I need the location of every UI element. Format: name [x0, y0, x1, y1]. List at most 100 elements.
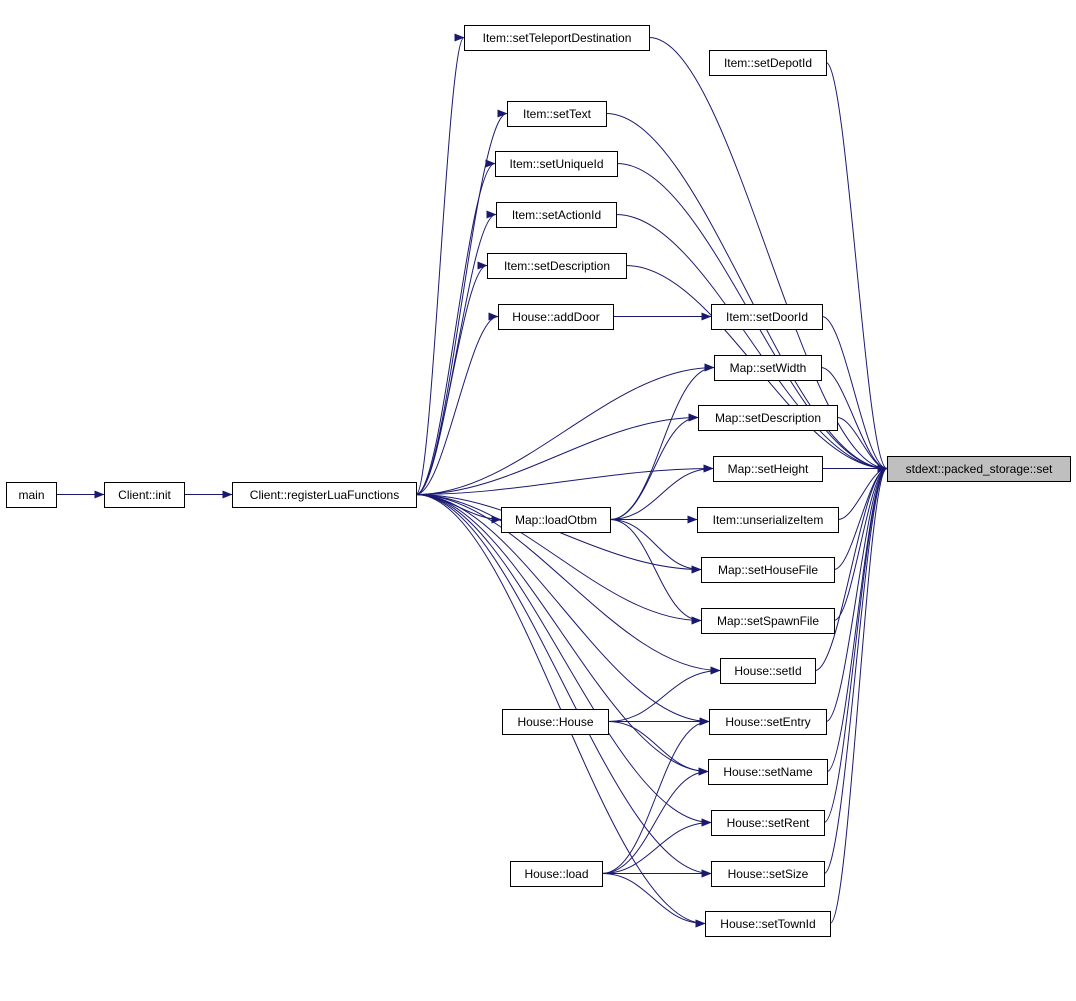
edge-client_reg-to-item_desc — [415, 261, 488, 495]
node-client-reg[interactable]: Client::registerLuaFunctions — [232, 482, 417, 508]
edge-client_reg-to-house_name — [415, 494, 709, 776]
node-label: Map::setHouseFile — [718, 563, 818, 577]
node-label: Item::setDoorId — [726, 310, 808, 324]
node-label: Item::unserializeItem — [713, 513, 824, 527]
node-box — [714, 355, 822, 381]
edge-house_house-to-house_name — [607, 721, 709, 776]
node-label: House::setEntry — [725, 715, 810, 729]
node-house-entry[interactable]: House::setEntry — [709, 709, 827, 735]
edge-client_reg-to-item_unique — [415, 159, 496, 495]
node-map-housefile[interactable]: Map::setHouseFile — [701, 557, 835, 583]
node-box — [711, 304, 823, 330]
node-box — [887, 456, 1071, 482]
node-map-desc[interactable]: Map::setDescription — [698, 405, 838, 431]
node-target[interactable]: stdext::packed_storage::set — [887, 456, 1071, 482]
edge-item_action-to-target — [615, 214, 888, 473]
node-house-town[interactable]: House::setTownId — [705, 911, 831, 937]
edge-client_reg-to-map_width — [415, 363, 715, 495]
edge-item_depot-to-target — [825, 62, 888, 473]
node-label: Item::setUniqueId — [509, 157, 603, 171]
node-item-desc[interactable]: Item::setDescription — [487, 253, 627, 279]
node-map-spawnfile[interactable]: Map::setSpawnFile — [701, 608, 835, 634]
edge-client_reg-to-map_height — [415, 464, 714, 495]
node-box — [708, 759, 828, 785]
node-item-teleport[interactable]: Item::setTeleportDestination — [464, 25, 650, 51]
node-box — [496, 202, 617, 228]
node-house-adddoor[interactable]: House::addDoor — [498, 304, 614, 330]
node-item-action[interactable]: Item::setActionId — [496, 202, 617, 228]
node-house-name[interactable]: House::setName — [708, 759, 828, 785]
node-box — [711, 810, 825, 836]
node-box — [487, 253, 627, 279]
node-house-house[interactable]: House::House — [502, 709, 609, 735]
node-label: Map::setHeight — [728, 462, 809, 476]
node-label: House::addDoor — [512, 310, 599, 324]
node-box — [498, 304, 614, 330]
node-label: Item::setTeleportDestination — [483, 31, 632, 45]
node-label: Item::setDescription — [504, 259, 610, 273]
node-label: Client::registerLuaFunctions — [250, 488, 399, 502]
nodes-layer: main Client::init Client::registerLuaFunct… — [6, 25, 1071, 937]
edge-house_size-to-target — [823, 464, 888, 874]
node-label: Map::setWidth — [730, 361, 807, 375]
node-box — [464, 25, 650, 51]
node-item-door[interactable]: Item::setDoorId — [711, 304, 823, 330]
node-label: main — [18, 488, 44, 502]
node-box — [6, 482, 57, 508]
node-item-text[interactable]: Item::setText — [507, 101, 607, 127]
node-label: Map::setDescription — [715, 411, 821, 425]
node-house-size[interactable]: House::setSize — [711, 861, 825, 887]
node-map-loadotbm[interactable]: Map::loadOtbm — [501, 507, 611, 533]
node-box — [711, 861, 825, 887]
node-client-init[interactable]: Client::init — [104, 482, 185, 508]
node-box — [720, 658, 816, 684]
edge-house_setid-to-target — [814, 464, 888, 671]
node-box — [104, 482, 185, 508]
edge-client_reg-to-map_desc — [415, 413, 699, 495]
node-house-setid[interactable]: House::setId — [720, 658, 816, 684]
node-house-load[interactable]: House::load — [510, 861, 603, 887]
node-label: Map::loadOtbm — [515, 513, 597, 527]
node-item-unique[interactable]: Item::setUniqueId — [495, 151, 618, 177]
node-box — [701, 608, 835, 634]
node-label: House::setTownId — [720, 917, 815, 931]
node-label: House::setSize — [728, 867, 809, 881]
edge-client_reg-to-item_action — [415, 210, 497, 495]
node-box — [701, 557, 835, 583]
edge-map_loadotbm-to-map_desc — [609, 413, 699, 520]
edge-item_text-to-target — [605, 113, 888, 473]
node-box — [698, 405, 838, 431]
edge-client_reg-to-house_rent — [415, 494, 712, 827]
node-map-height[interactable]: Map::setHeight — [713, 456, 823, 482]
edge-house_load-to-house_rent — [601, 818, 712, 874]
node-box — [507, 101, 607, 127]
node-label: Item::setActionId — [512, 208, 601, 222]
node-label: House::setRent — [727, 816, 810, 830]
edge-house_load-to-house_name — [601, 767, 709, 874]
node-map-width[interactable]: Map::setWidth — [714, 355, 822, 381]
node-house-rent[interactable]: House::setRent — [711, 810, 825, 836]
node-main[interactable]: main — [6, 482, 57, 508]
edge-client_reg-to-house_setid — [415, 494, 721, 675]
edge-map_loadotbm-to-map_height — [609, 464, 714, 520]
node-label: House::House — [517, 715, 593, 729]
node-box — [713, 456, 823, 482]
edge-house_load-to-house_town — [601, 873, 706, 928]
node-box — [510, 861, 603, 887]
edge-house_rent-to-target — [823, 464, 888, 823]
edge-map_width-to-target — [820, 367, 888, 473]
node-box — [495, 151, 618, 177]
edge-client_reg-to-item_text — [415, 109, 508, 495]
edge-client_reg-to-map_spawnfile — [415, 494, 702, 625]
node-label: stdext::packed_storage::set — [906, 462, 1053, 476]
edge-house_town-to-target — [829, 464, 888, 924]
node-label: Item::setDepotId — [724, 56, 812, 70]
node-label: Item::setText — [523, 107, 592, 121]
edge-client_reg-to-item_teleport — [415, 33, 465, 495]
node-box — [709, 709, 827, 735]
edge-house_entry-to-target — [825, 464, 888, 722]
node-item-unser[interactable]: Item::unserializeItem — [697, 507, 839, 533]
node-item-depot[interactable]: Item::setDepotId — [709, 50, 827, 76]
edge-map_loadotbm-to-map_spawnfile — [609, 519, 702, 625]
